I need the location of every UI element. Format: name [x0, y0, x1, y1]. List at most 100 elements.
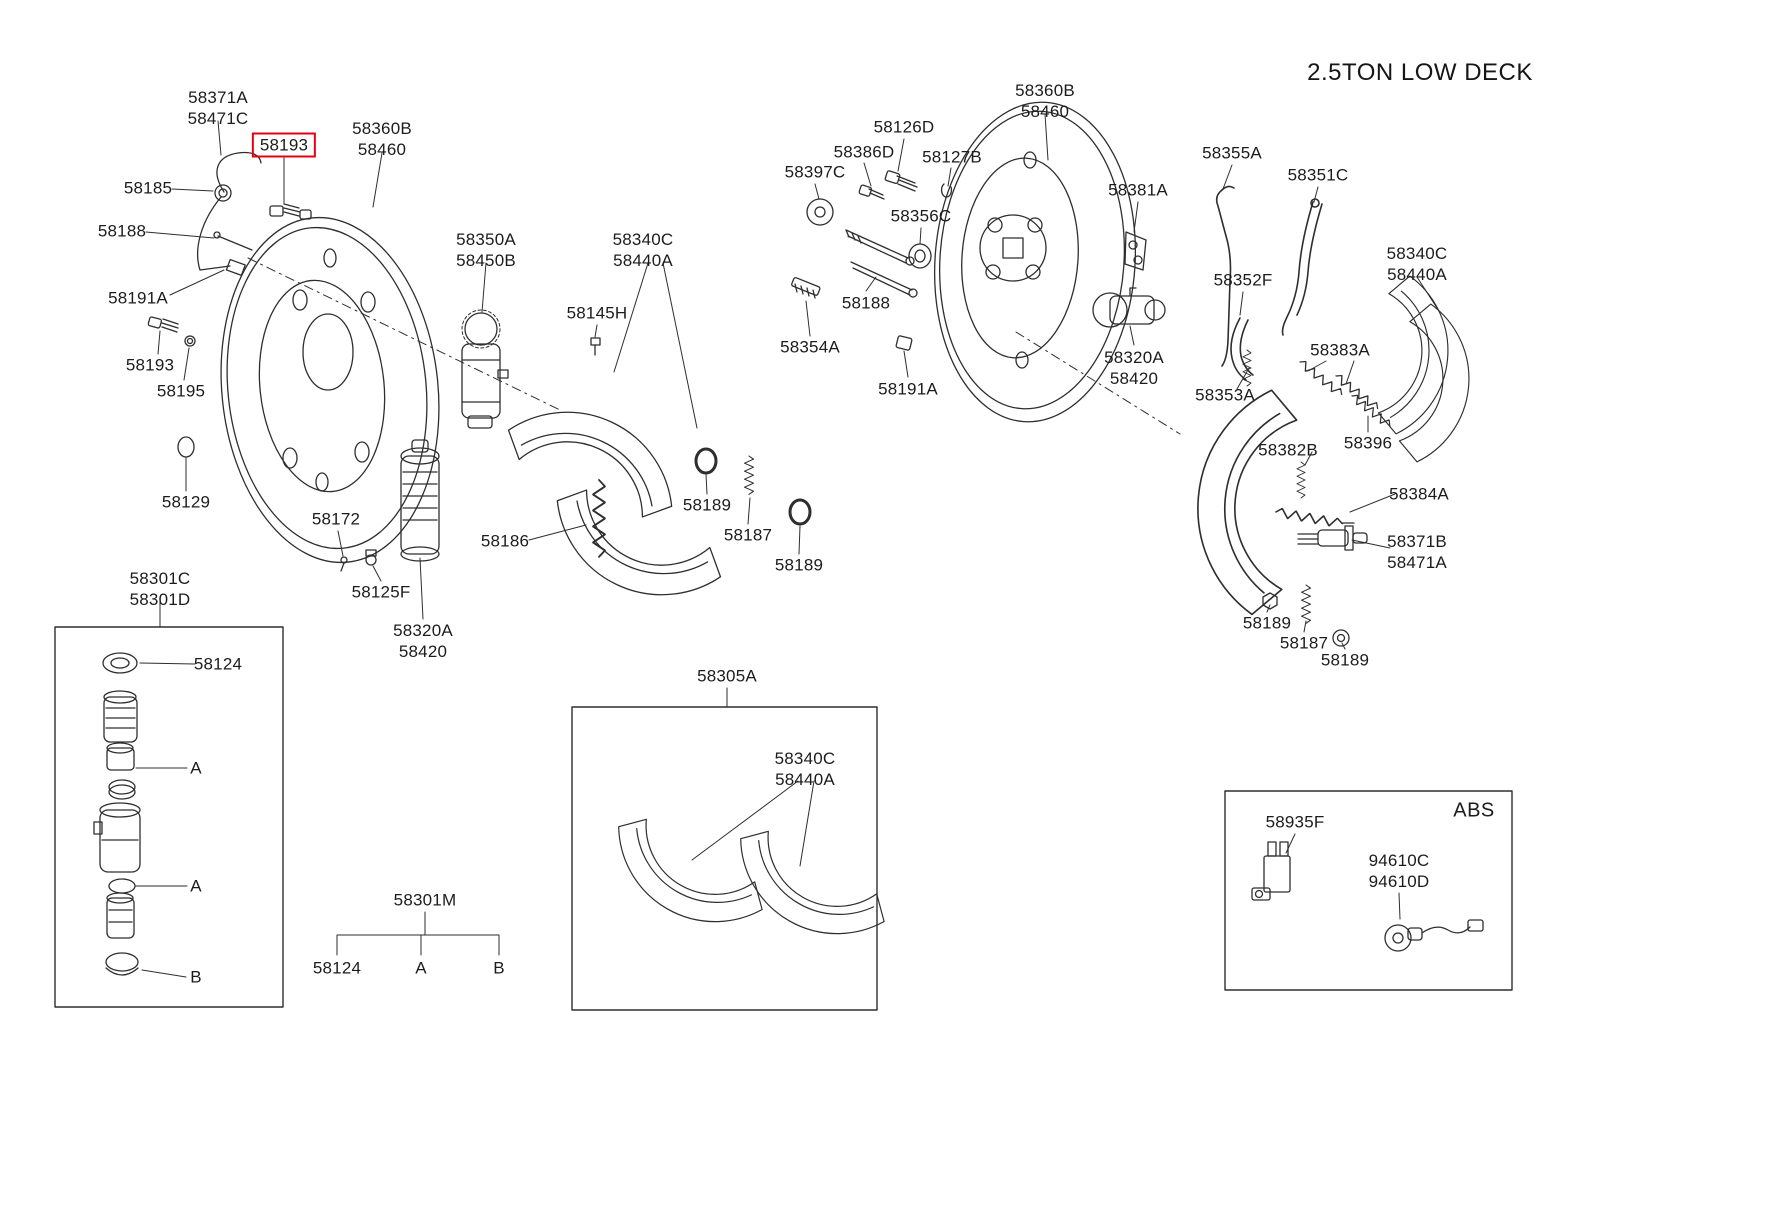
nut-58189-right-illustration	[1262, 592, 1350, 647]
part-number-label[interactable]: 58371A 58471C	[187, 88, 249, 128]
clip-58127b-illustration	[940, 183, 953, 198]
ref-letter-label: B	[190, 967, 202, 987]
ref-letter-label: A	[415, 958, 427, 978]
part-number-label[interactable]: 58350A 58450B	[456, 230, 516, 270]
legend-58301m-lines	[336, 911, 500, 956]
part-number-label[interactable]: 58305A	[697, 666, 757, 686]
pipe-58188-illustration	[217, 235, 253, 251]
bracket-58381a-illustration	[1124, 231, 1147, 271]
part-number-label[interactable]: 94610C 94610D	[1368, 851, 1430, 891]
part-number-label[interactable]: 58352F	[1213, 270, 1273, 290]
part-number-label[interactable]: 58188	[841, 293, 891, 313]
bolt-58193-lower-illustration	[147, 316, 196, 347]
shoe-kit-box	[571, 706, 878, 1011]
part-number-label[interactable]: 58351C	[1287, 165, 1349, 185]
part-number-label[interactable]: 58935F	[1265, 812, 1325, 832]
part-number-label[interactable]: 58125F	[351, 582, 411, 602]
leader-lines	[135, 113, 1438, 978]
ref-letter-label: A	[190, 876, 202, 896]
lever-58352f-illustration	[1230, 317, 1254, 381]
cylinder-body-illustration	[99, 809, 141, 873]
part-number-label[interactable]: 58189	[682, 495, 732, 515]
cylinder-kit-illustration	[93, 652, 141, 976]
part-number-label[interactable]: 58189	[1242, 613, 1292, 633]
wheel-cylinder-58350a-illustration	[461, 309, 509, 429]
ref-letter-label: B	[493, 958, 505, 978]
cylinder-kit-box	[54, 626, 284, 1008]
part-number-label[interactable]: 58193	[251, 132, 317, 158]
right-fasteners-illustration	[791, 170, 953, 351]
part-number-label[interactable]: 58301C 58301D	[129, 569, 191, 609]
part-number-label[interactable]: 58353A	[1195, 385, 1255, 405]
speed-sensor-94610-illustration	[1384, 924, 1412, 952]
group-boxes	[54, 626, 1513, 1011]
cup-a-illustration	[108, 779, 136, 795]
abs-sensor-illustrations	[1251, 841, 1484, 952]
part-number-label[interactable]: 58340C 58440A	[1386, 244, 1448, 284]
part-number-label[interactable]: 58320A 58420	[393, 621, 453, 661]
boot-b-illustration	[105, 952, 139, 972]
part-number-label[interactable]: 58340C 58440A	[612, 230, 674, 270]
right-backing-plate-illustration	[933, 101, 1137, 423]
bolt-58145h-illustration	[590, 337, 601, 356]
part-number-label[interactable]: 58355A	[1202, 143, 1262, 163]
part-number-label[interactable]: 58189	[1320, 650, 1370, 670]
part-number-label[interactable]: 58371B 58471A	[1387, 532, 1447, 572]
part-number-label[interactable]: 58191A	[878, 379, 938, 399]
part-number-label[interactable]: 58187	[723, 525, 773, 545]
part-number-label[interactable]: 58191A	[108, 288, 168, 308]
part-number-label[interactable]: 58188	[97, 221, 147, 241]
washer-58195-illustration	[184, 335, 196, 347]
sensor-connector-illustration	[1467, 919, 1484, 932]
part-number-label[interactable]: 58360B 58460	[1015, 81, 1075, 121]
part-number-label[interactable]: 58340C 58440A	[774, 749, 836, 789]
part-number-label[interactable]: 58397C	[784, 162, 846, 182]
part-number-label[interactable]: 58320A 58420	[1104, 348, 1164, 388]
part-number-label[interactable]: 58354A	[780, 337, 840, 357]
part-number-label[interactable]: 58185	[123, 178, 173, 198]
washer-58397c-illustration	[806, 198, 834, 226]
part-number-label[interactable]: 58386D	[833, 142, 895, 162]
section-label: ABS	[1453, 799, 1495, 822]
part-number-label[interactable]: 58195	[156, 381, 206, 401]
part-number-label[interactable]: 58129	[161, 492, 211, 512]
part-number-label[interactable]: 58396	[1343, 433, 1393, 453]
adjuster-58371b-illustration	[1297, 525, 1368, 551]
wheel-cylinder-58320a-right-illustration	[1092, 287, 1166, 328]
part-number-label[interactable]: 58187	[1279, 633, 1329, 653]
part-number-label[interactable]: 58127B	[922, 147, 982, 167]
part-number-label[interactable]: 58193	[125, 355, 175, 375]
part-number-label[interactable]: 58382B	[1258, 440, 1318, 460]
part-number-label[interactable]: 58189	[774, 555, 824, 575]
part-number-label[interactable]: 58301M	[393, 890, 457, 910]
fitting-58125f-illustration	[365, 554, 377, 566]
screw-58172-illustration	[340, 556, 348, 572]
part-number-label[interactable]: 58356C	[890, 206, 952, 226]
part-number-label[interactable]: 58124	[312, 958, 362, 978]
stud-illustration	[845, 229, 909, 264]
bolt-58386d-illustration	[858, 184, 873, 197]
part-number-label[interactable]: 58172	[311, 509, 361, 529]
bolt-58126d-illustration	[884, 170, 901, 185]
bracket-58935f-illustration	[1263, 855, 1291, 893]
abs-box	[1224, 790, 1513, 991]
oring-58129-illustration	[177, 436, 195, 458]
part-number-label[interactable]: 58360B 58460	[352, 119, 412, 159]
part-number-label[interactable]: 58126D	[873, 117, 935, 137]
part-number-label[interactable]: 58145H	[566, 303, 628, 323]
diagram-title: 2.5TON LOW DECK	[1307, 59, 1533, 86]
spring-58384a-illustration	[1274, 506, 1355, 530]
stud-58354a-illustration	[791, 277, 821, 296]
part-number-label[interactable]: 58383A	[1310, 340, 1370, 360]
part-number-label[interactable]: 58124	[193, 654, 243, 674]
left-backing-plate-illustration	[220, 216, 440, 564]
part-number-label[interactable]: 58381A	[1108, 180, 1168, 200]
part-number-label[interactable]: 58186	[480, 531, 530, 551]
union-bolt-58193-illustration	[269, 203, 312, 220]
cap-58124-illustration	[102, 652, 138, 674]
part-number-label[interactable]: 58384A	[1389, 484, 1449, 504]
brake-pipe-illustration	[197, 151, 262, 277]
